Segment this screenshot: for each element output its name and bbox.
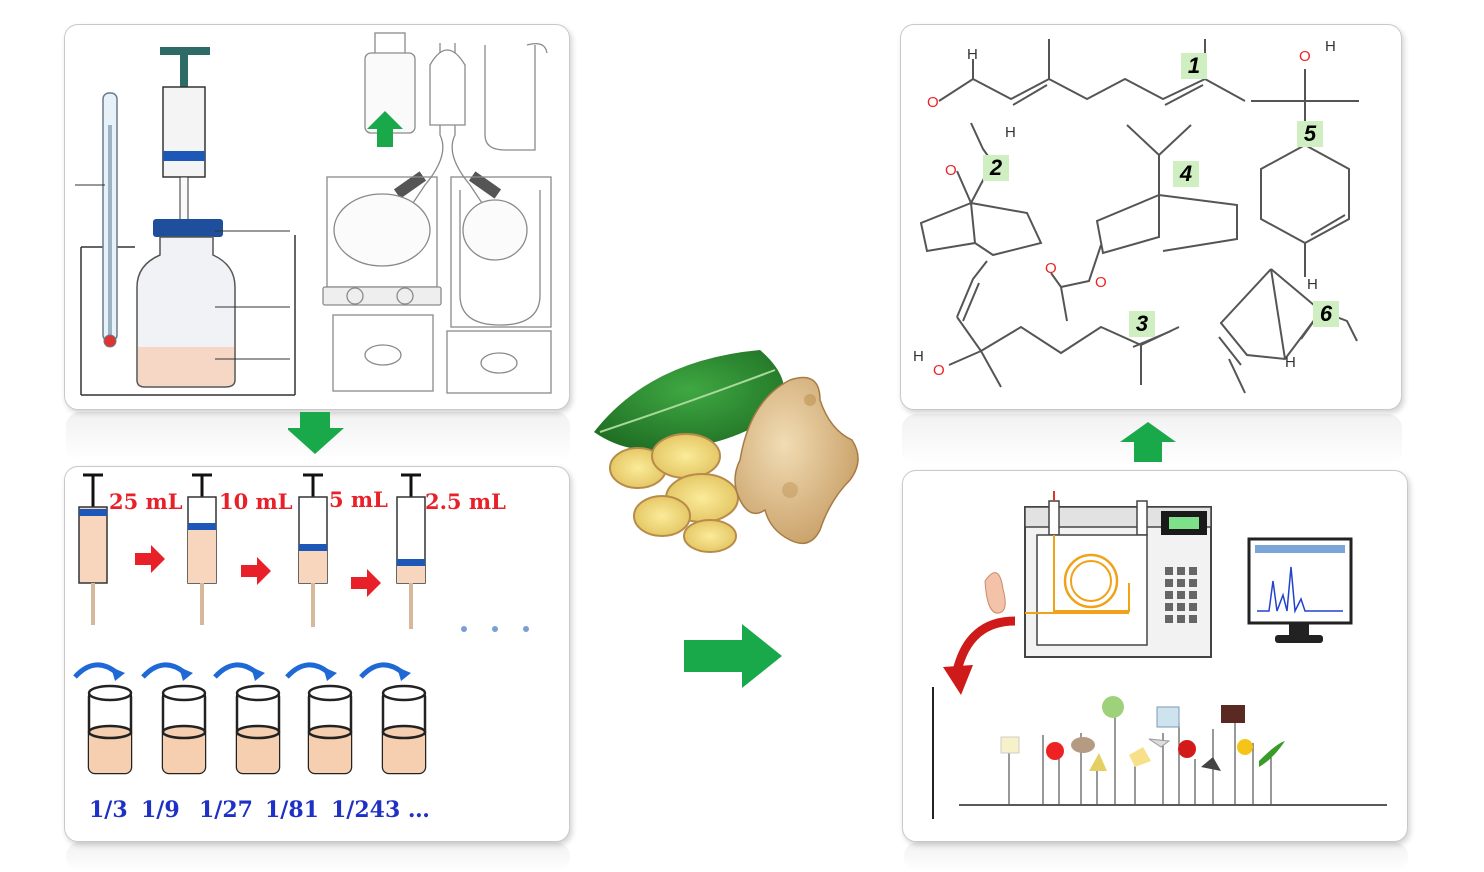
atom-label: H — [1307, 276, 1318, 293]
red-arrow-icon — [943, 616, 1016, 695]
dilution-ratio: 1/81 — [265, 797, 319, 823]
syringe-icon — [187, 473, 217, 625]
aroma-icons — [1000, 696, 1285, 771]
panel-chemical-structures: O H H O O O H O H O H H 1 2 3 4 5 6 — [900, 24, 1402, 410]
compound-number: 5 — [1297, 121, 1323, 147]
compound-2-structure — [919, 122, 1043, 257]
reflection-bottom-left — [66, 842, 570, 872]
volume-label: 10 mL — [219, 489, 293, 514]
gc-olfactometry-icon — [1024, 491, 1212, 658]
beaker-icon — [87, 684, 133, 775]
compound-1-structure — [938, 39, 1246, 106]
dilution-ratio: 1/243 … — [331, 797, 430, 823]
panel-gc-olfactometry — [902, 470, 1408, 842]
atom-label: H — [913, 348, 924, 365]
ellipsis-dot — [492, 626, 498, 632]
ellipsis-dot — [461, 626, 467, 632]
ginger-image — [594, 350, 859, 553]
beaker-icon — [307, 684, 353, 775]
dilution-drawing — [73, 473, 529, 775]
green-arrow-down-icon — [288, 412, 344, 454]
compound-number: 4 — [1173, 161, 1199, 187]
volume-label: 25 mL — [109, 489, 183, 514]
distillation-apparatus-icon — [322, 32, 552, 394]
compound-number: 3 — [1129, 311, 1155, 337]
structures-drawing — [919, 39, 1359, 394]
volume-label: 5 mL — [329, 487, 388, 512]
red-arrow-icon — [135, 545, 381, 597]
compound-5-structure — [1251, 69, 1359, 277]
syringe-icon — [396, 473, 426, 629]
compound-4-structure — [1050, 124, 1238, 322]
compound-number: 6 — [1313, 301, 1339, 327]
beaker-icon — [161, 684, 207, 775]
compound-6-structure — [1218, 268, 1358, 394]
syringe-icon — [78, 473, 108, 625]
compound-3-structure — [948, 260, 1180, 388]
ellipsis-dot — [523, 626, 529, 632]
extraction-apparatus-drawing — [75, 32, 552, 396]
gc-olfactometry-drawing — [932, 491, 1387, 819]
volume-label: 2.5 mL — [425, 489, 506, 514]
atom-label: H — [1285, 354, 1296, 371]
panel-extraction-apparatus — [64, 24, 570, 410]
atom-label: H — [1005, 124, 1016, 141]
reflection-bottom-right — [904, 842, 1408, 872]
atom-label: O — [1299, 48, 1311, 65]
syringe-icon — [298, 473, 328, 627]
computer-monitor-icon — [1247, 537, 1353, 643]
vial-icon — [136, 219, 290, 388]
compound-number: 1 — [1181, 53, 1207, 79]
thermometer-icon — [75, 92, 118, 348]
atom-label: O — [1095, 274, 1107, 291]
dilution-ratio: 1/27 — [199, 797, 253, 823]
panel-dilution-series: 25 mL 10 mL 5 mL 2.5 mL 1/3 1/9 1/27 1/8… — [64, 466, 570, 842]
green-arrow-icon — [367, 111, 403, 147]
beaker-icon — [235, 684, 281, 775]
nose-icon — [984, 572, 1006, 614]
atom-label: O — [945, 162, 957, 179]
beaker-icon — [381, 684, 427, 775]
green-arrow-right-icon — [684, 624, 782, 688]
dilution-ratio: 1/3 — [89, 797, 128, 823]
dilution-ratio: 1/9 — [141, 797, 180, 823]
atom-label: H — [1325, 38, 1336, 55]
atom-label: O — [1045, 260, 1057, 277]
atom-label: O — [927, 94, 939, 111]
green-arrow-up-icon — [1120, 422, 1176, 462]
blue-curved-arrow-icon — [73, 662, 405, 679]
atom-label: H — [967, 46, 978, 63]
atom-label: O — [933, 362, 945, 379]
compound-number: 2 — [983, 155, 1009, 181]
